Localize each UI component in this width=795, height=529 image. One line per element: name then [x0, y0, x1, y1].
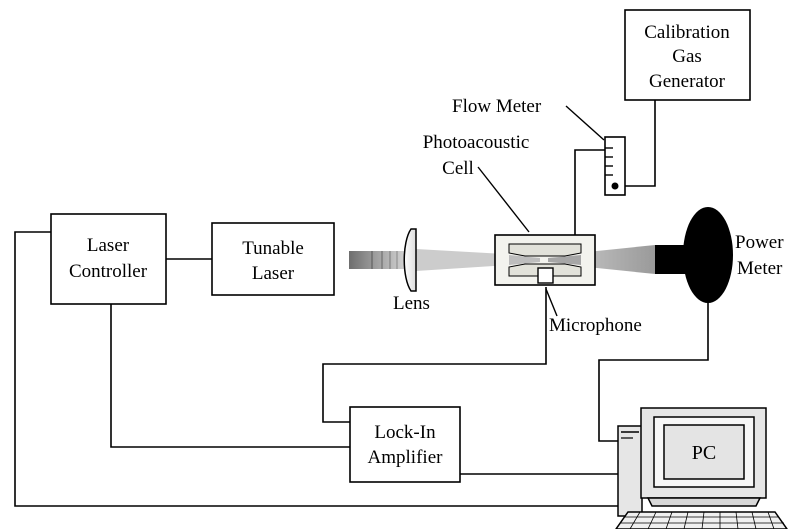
calibration-label-line2: Gas: [672, 46, 702, 67]
wiring: [14, 100, 709, 507]
pc-tower-icon: [617, 425, 643, 517]
keyboard-keys: [621, 511, 784, 529]
wire-powermeter-pc: [598, 301, 709, 442]
calibration-label-line3: Generator: [649, 71, 726, 92]
gas-line-cell-flowmeter: [574, 149, 605, 235]
flow-meter-label: Flow Meter: [452, 96, 542, 117]
lock-in-label-line1: Lock-In: [374, 422, 436, 443]
laser-controller: Laser Controller: [50, 213, 167, 305]
flow-meter: Flow Meter: [452, 96, 626, 196]
lens: Lens: [393, 228, 430, 314]
laser-controller-label-line1: Laser: [87, 235, 130, 256]
tunable-laser-label-line2: Laser: [252, 263, 295, 284]
cell-label-line1: Photoacoustic: [423, 132, 530, 153]
cell-pointer: [477, 166, 530, 233]
pc-label: PC: [692, 442, 716, 464]
pc: PC: [615, 407, 788, 529]
lock-in-amplifier: Lock-In Amplifier: [349, 406, 461, 483]
power-meter-detector-icon: [683, 207, 733, 303]
lens-label: Lens: [393, 293, 430, 314]
microphone-icon: [537, 267, 554, 284]
power-meter-label-line1: Power: [735, 232, 784, 253]
microphone-label: Microphone: [549, 315, 642, 336]
gas-line-flowmeter-generator: [625, 100, 656, 187]
calibration-label-line1: Calibration: [644, 22, 730, 43]
flow-meter-float-icon: [611, 182, 619, 190]
calibration-gas-generator: Calibration Gas Generator: [624, 9, 751, 101]
flow-meter-pointer: [565, 105, 605, 141]
pc-keyboard-icon: [615, 511, 788, 529]
wire-controller-lockin: [110, 304, 350, 448]
laser-controller-label-line2: Controller: [69, 261, 148, 282]
power-meter-label-line2: Meter: [737, 258, 783, 279]
lock-in-label-line2: Amplifier: [368, 447, 444, 468]
wire-mic-lockin: [322, 287, 547, 423]
photoacoustic-cell: Photoacoustic Cell: [423, 132, 596, 286]
tunable-laser: Tunable Laser: [211, 222, 335, 296]
microphone: Microphone: [545, 288, 642, 336]
cell-label-line2: Cell: [442, 158, 474, 179]
microphone-pointer: [545, 288, 558, 317]
tunable-laser-label-line1: Tunable: [242, 238, 304, 259]
power-meter: Power Meter: [655, 207, 784, 303]
lens-icon: [403, 228, 417, 292]
wire-controller-pc: [14, 231, 618, 507]
